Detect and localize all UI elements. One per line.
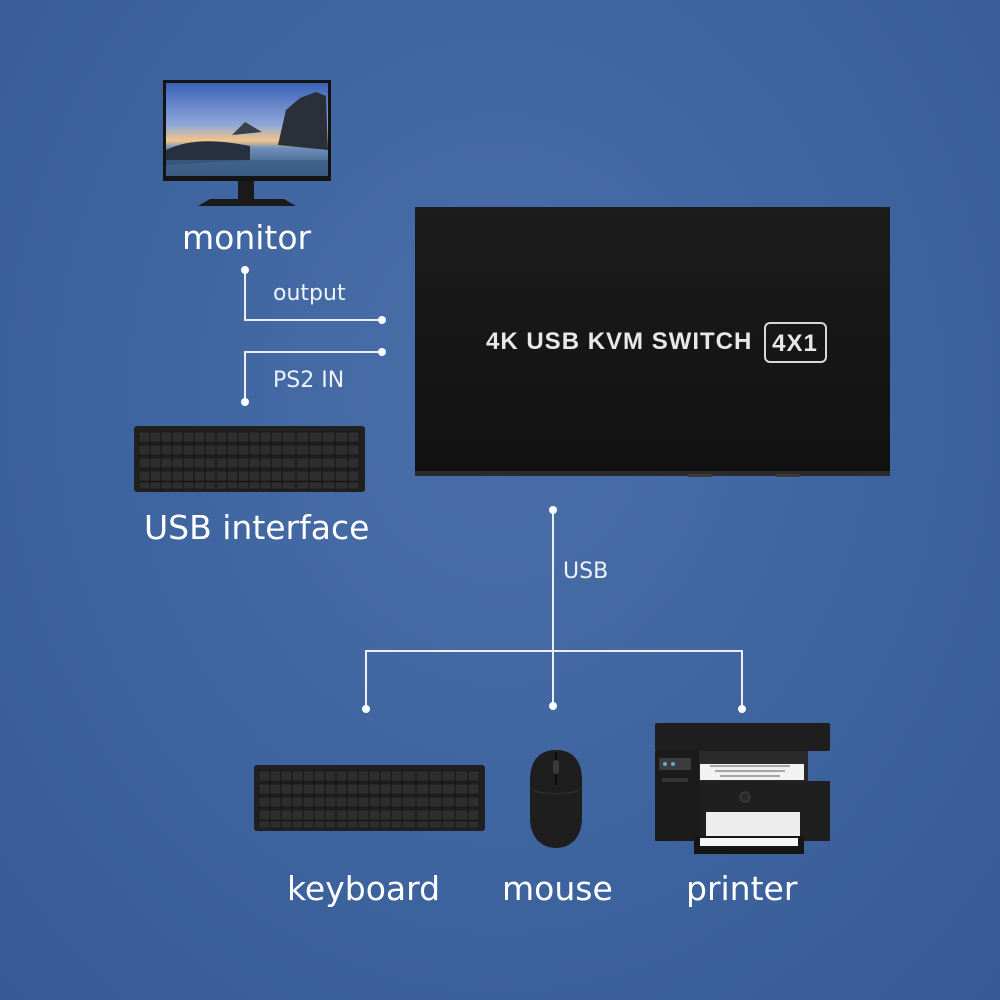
- output-label: output: [273, 281, 346, 306]
- printer-branch-dot: [738, 705, 746, 713]
- usb-trunk-top-dot: [549, 506, 557, 514]
- ps2-in-label: PS2 IN: [273, 368, 345, 393]
- ps2-line-end-dot: [241, 398, 249, 406]
- usb-label: USB: [563, 559, 609, 584]
- output-line-end-dot: [241, 266, 249, 274]
- output-line: [244, 270, 382, 321]
- output-line-device-dot: [378, 316, 386, 324]
- monitor-label: monitor: [182, 218, 312, 257]
- device-title: 4K USB KVM SWITCH: [486, 328, 752, 355]
- ps2-line-device-dot: [378, 348, 386, 356]
- mouse-label: mouse: [502, 869, 613, 908]
- usb-interface-label: USB interface: [144, 508, 370, 547]
- keyboard-label: keyboard: [287, 869, 441, 908]
- mouse-branch-dot: [549, 702, 557, 710]
- device-badge-frame: [764, 322, 827, 363]
- usb-branch-line: [365, 650, 743, 709]
- ps2-line: [244, 351, 382, 402]
- printer-label: printer: [686, 869, 798, 908]
- keyboard-branch-dot: [362, 705, 370, 713]
- device-badge: 4X1: [772, 330, 818, 357]
